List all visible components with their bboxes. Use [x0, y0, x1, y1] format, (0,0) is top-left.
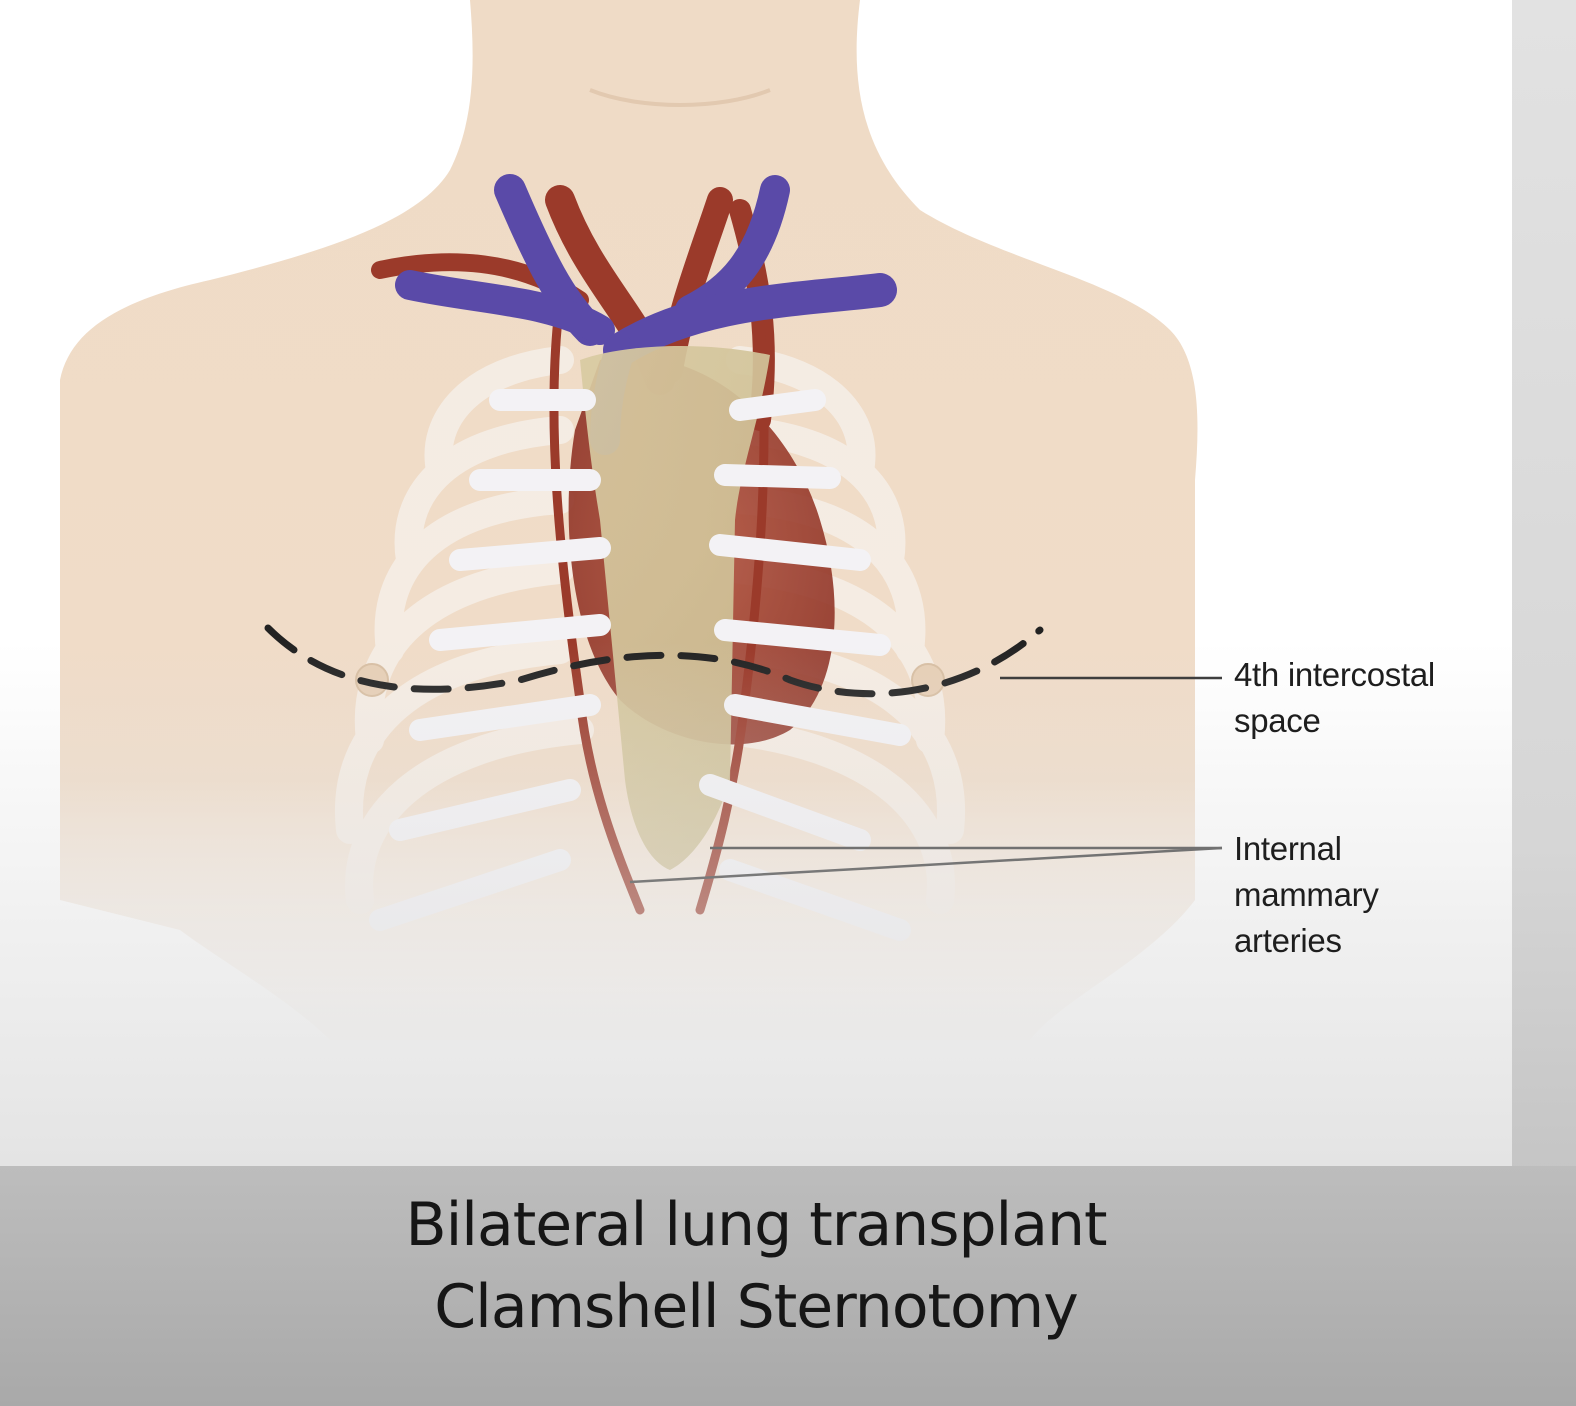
caption-title: Bilateral lung transplant — [405, 1190, 1107, 1260]
chest-anatomy-illustration — [60, 0, 1223, 1040]
label-line: arteries — [1234, 922, 1342, 959]
label-line: 4th intercostal — [1234, 656, 1435, 693]
caption-bar — [0, 1166, 1576, 1406]
label-internal-mammary-arteries: Internal mammary arteries — [1234, 826, 1494, 964]
label-line: mammary — [1234, 876, 1379, 913]
label-line: Internal — [1234, 830, 1342, 867]
label-line: space — [1234, 702, 1321, 739]
label-4th-intercostal-space: 4th intercostal space — [1234, 652, 1512, 744]
slide-figure: 4th intercostal space Internal mammary a… — [0, 0, 1512, 1166]
caption-subtitle: Clamshell Sternotomy — [434, 1272, 1078, 1342]
